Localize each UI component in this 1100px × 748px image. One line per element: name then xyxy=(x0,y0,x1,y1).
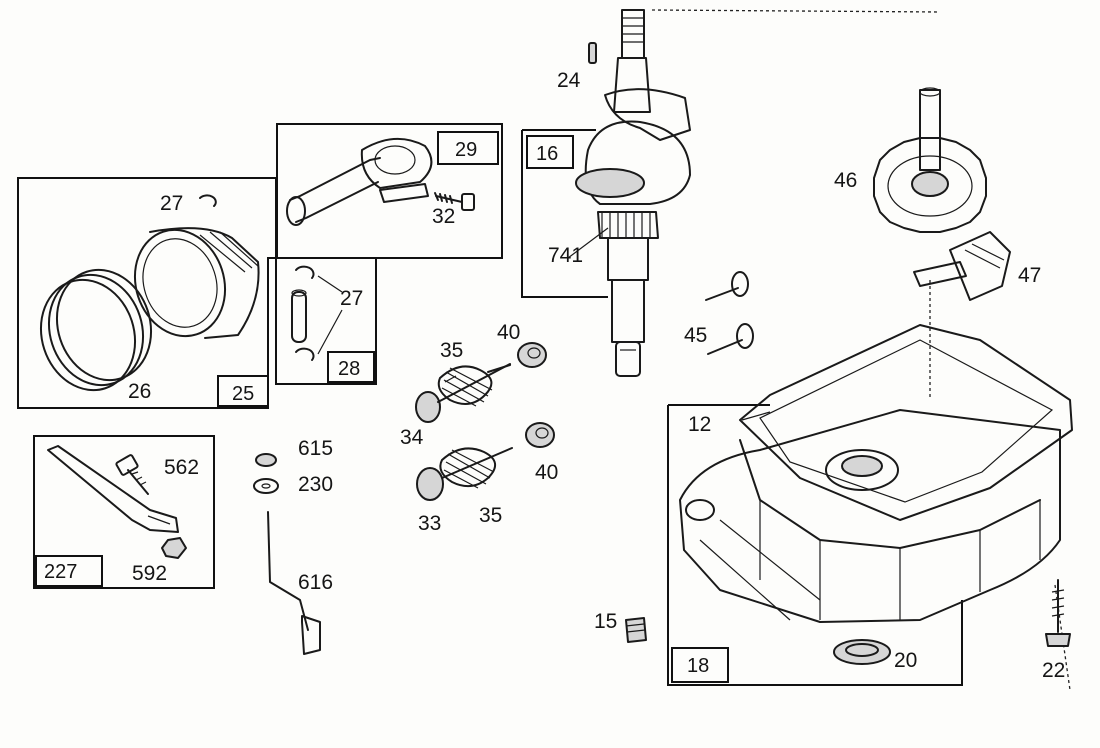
piston-pin xyxy=(291,289,307,343)
callout-15: 15 xyxy=(594,610,617,633)
callout-47: 47 xyxy=(1018,264,1041,287)
pin-ring-upper xyxy=(295,265,315,279)
callout-741: 741 xyxy=(548,244,583,267)
callout-40-upper: 40 xyxy=(497,321,520,344)
sump-bolt-22 xyxy=(1045,579,1071,647)
pin-ring-lower xyxy=(295,347,315,361)
valve-spring-upper xyxy=(437,364,511,407)
governor-lever xyxy=(47,445,179,533)
callout-24: 24 xyxy=(557,69,581,92)
callout-27-pin: 27 xyxy=(340,287,363,310)
guide-line-top xyxy=(651,9,941,13)
callout-227: 227 xyxy=(44,561,77,583)
callout-35-upper: 35 xyxy=(440,339,463,362)
valve-tappet-upper xyxy=(517,342,547,368)
callout-35-lower: 35 xyxy=(479,504,502,527)
callout-12: 12 xyxy=(688,413,711,436)
callout-592: 592 xyxy=(132,562,167,585)
leader-27 xyxy=(317,275,343,355)
frame-governor-group xyxy=(33,435,215,589)
leader-12 xyxy=(741,411,771,421)
label-box-227 xyxy=(35,555,103,587)
callout-616: 616 xyxy=(298,571,333,594)
label-box-29 xyxy=(437,131,499,165)
callout-34: 34 xyxy=(400,426,424,449)
callout-16: 16 xyxy=(536,143,558,165)
washer-615 xyxy=(255,453,277,467)
drain-plug-15 xyxy=(625,617,647,643)
callout-26: 26 xyxy=(128,380,151,403)
piston xyxy=(133,227,260,339)
crankshaft xyxy=(575,9,691,377)
governor-gear-46 xyxy=(873,87,987,233)
governor-bolt-562 xyxy=(115,454,149,495)
callout-230: 230 xyxy=(298,473,333,496)
frame-crankshaft-group xyxy=(521,129,608,298)
guide-pin-45-lower xyxy=(707,323,754,355)
governor-nut-592 xyxy=(161,537,187,559)
callout-29: 29 xyxy=(455,139,477,161)
callout-32: 32 xyxy=(432,205,455,228)
label-box-16 xyxy=(526,135,574,169)
callout-20: 20 xyxy=(894,649,917,672)
label-box-28 xyxy=(327,351,375,383)
label-box-18 xyxy=(671,647,729,683)
callout-18: 18 xyxy=(687,655,709,677)
retaining-ring-top xyxy=(199,194,217,207)
callout-27-piston: 27 xyxy=(160,192,183,215)
valve-spring-lower xyxy=(439,447,496,489)
crankshaft-key xyxy=(588,42,597,64)
callout-562: 562 xyxy=(164,456,199,479)
guide-pin-45-upper xyxy=(705,271,749,301)
callout-22: 22 xyxy=(1042,659,1065,682)
callout-615: 615 xyxy=(298,437,333,460)
frame-piston-group xyxy=(17,177,277,409)
sump-body xyxy=(679,409,1061,623)
leader-741 xyxy=(567,227,609,259)
piston-rings xyxy=(39,268,153,392)
frame-piston-pin-group xyxy=(275,257,377,385)
callout-28: 28 xyxy=(338,358,360,380)
callout-40-lower: 40 xyxy=(535,461,558,484)
governor-shaft-616 xyxy=(267,511,321,655)
leader-34 xyxy=(444,375,457,383)
callout-33: 33 xyxy=(418,512,441,535)
valve-exhaust-33 xyxy=(416,447,513,501)
valve-tappet-lower xyxy=(525,422,555,448)
washer-230 xyxy=(253,478,279,494)
callout-45: 45 xyxy=(684,324,707,347)
label-box-25 xyxy=(217,375,269,407)
governor-crank-47 xyxy=(913,231,1011,301)
callout-46: 46 xyxy=(834,169,857,192)
connecting-rod xyxy=(286,137,433,226)
callout-25: 25 xyxy=(232,383,254,405)
valve-intake-34 xyxy=(415,363,511,423)
rod-bolt xyxy=(434,192,475,211)
frame-sump-group xyxy=(667,404,963,686)
oil-seal-20 xyxy=(833,639,891,665)
gasket-12 xyxy=(739,324,1073,521)
